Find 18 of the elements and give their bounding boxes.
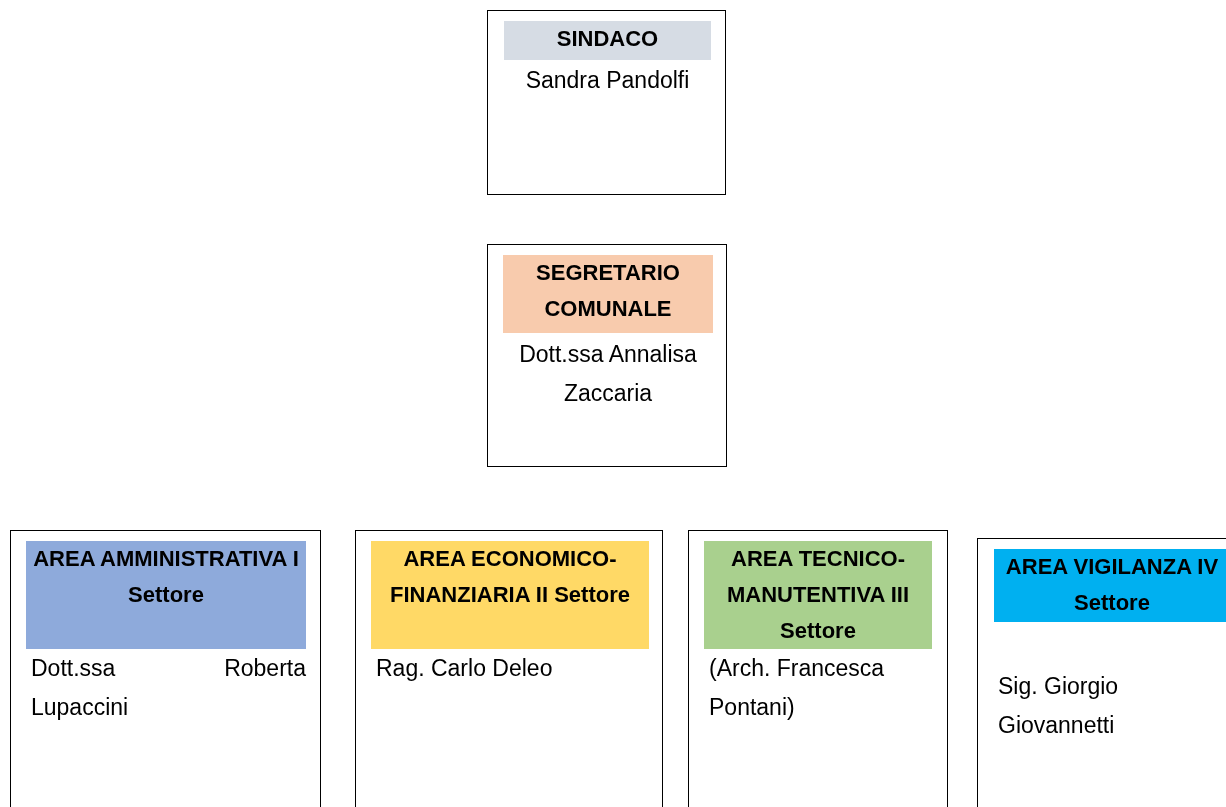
role-title: SEGRETARIO COMUNALE [503, 255, 713, 333]
person-name: Sig. Giorgio Giovannetti [998, 672, 1120, 740]
org-box [487, 244, 727, 467]
org-box [487, 10, 726, 195]
role-title: SINDACO [504, 21, 711, 60]
person-name: Dott.ssa Roberta Lupaccini [31, 654, 306, 722]
org-box [10, 530, 321, 807]
role-title: AREA AMMINISTRATIVA I Settore [26, 541, 306, 649]
role-title: AREA VIGILANZA IV Settore [994, 549, 1226, 622]
person-name: (Arch. Francesca Pontani) [709, 654, 886, 722]
role-title: AREA ECONOMICO-FINANZIARIA II Settore [371, 541, 649, 649]
role-title: AREA TECNICO-MANUTENTIVA III Settore [704, 541, 932, 649]
org-box [977, 538, 1226, 807]
org-box [355, 530, 663, 807]
person-name: Rag. Carlo Deleo [376, 654, 554, 683]
person-name: Sandra Pandolfi [524, 66, 691, 95]
org-box [688, 530, 948, 807]
person-name: Dott.ssa Annalisa Zaccaria [518, 340, 698, 408]
